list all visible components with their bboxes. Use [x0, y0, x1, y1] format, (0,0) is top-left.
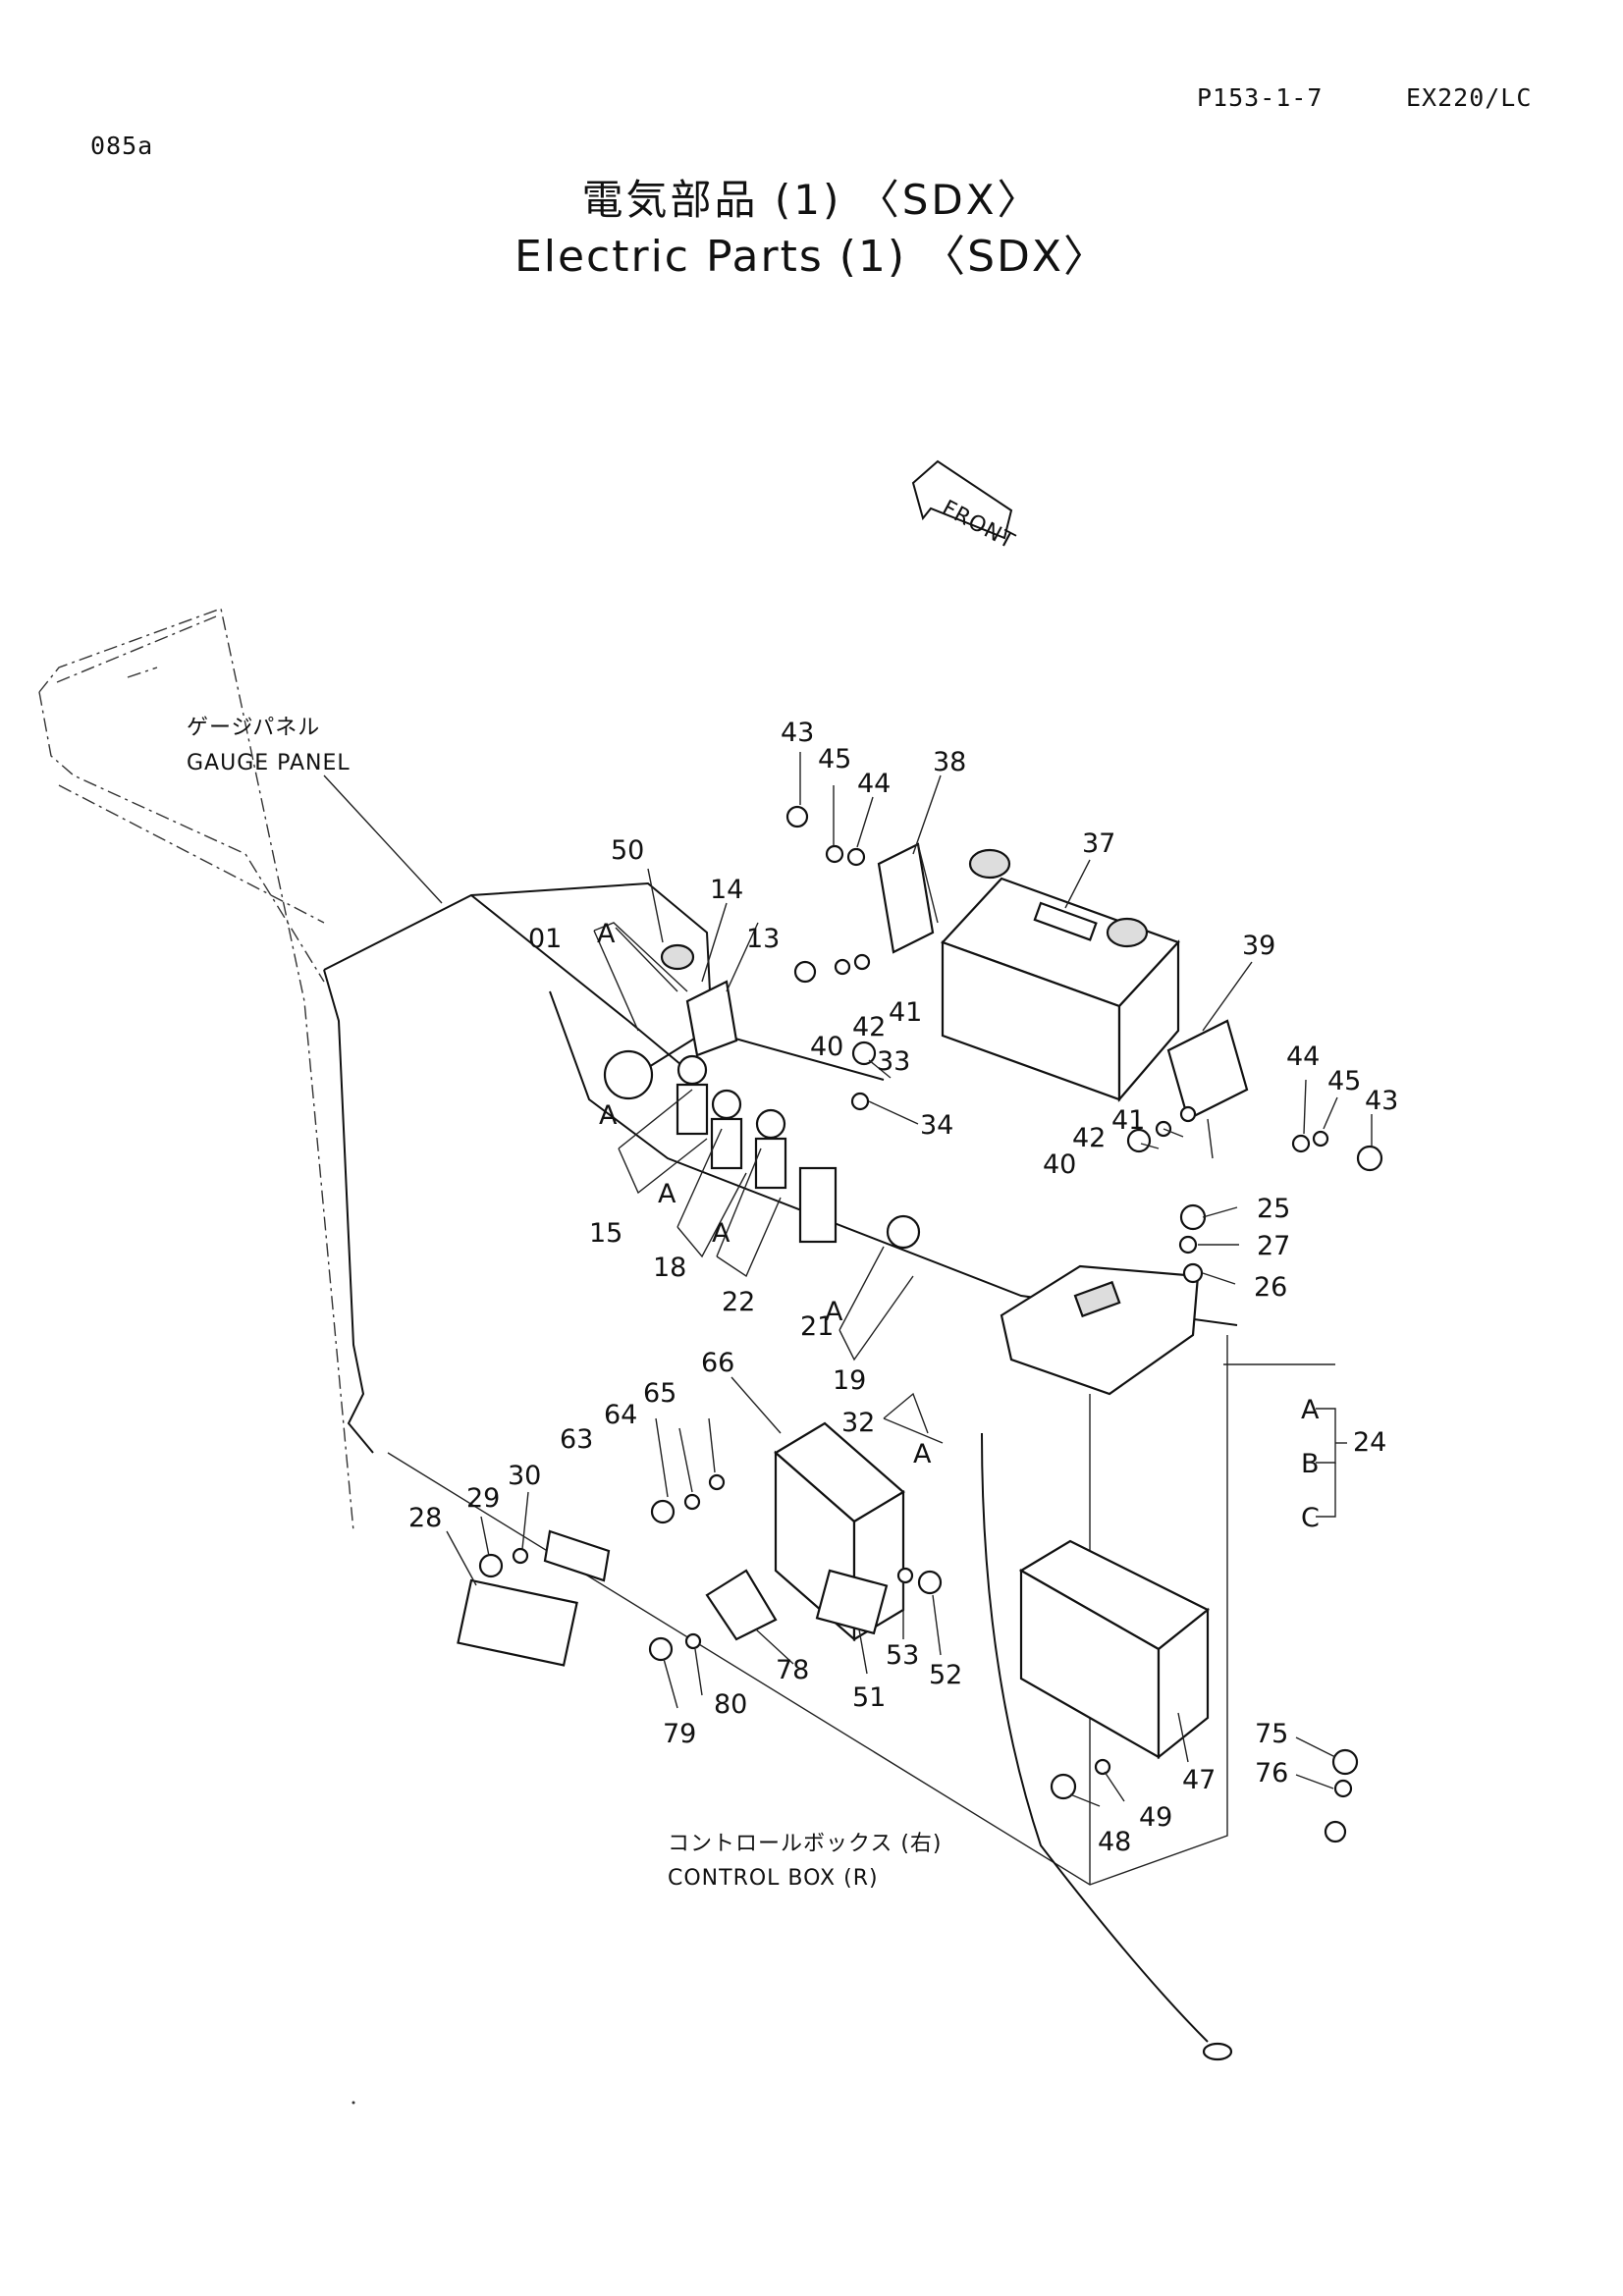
part-label: 45	[1327, 1066, 1361, 1096]
part-label: 49	[1139, 1802, 1172, 1833]
page-title-english: Electric Parts (1) 〈SDX〉	[514, 232, 1109, 282]
part-label: 22	[722, 1287, 755, 1317]
part-label: 78	[776, 1655, 809, 1685]
part-label: 79	[663, 1719, 696, 1749]
cable-terminal	[1202, 2042, 1233, 2061]
part-label: 41	[889, 997, 922, 1028]
part-label: 39	[1242, 931, 1275, 961]
part-label: 44	[1286, 1041, 1320, 1072]
part-label: 42	[852, 1012, 886, 1042]
part-label: 25	[1257, 1194, 1290, 1224]
control-box-caption-en: CONTROL BOX (R)	[668, 1866, 879, 1891]
sub-ref-b: B	[1301, 1449, 1320, 1479]
fasteners	[478, 805, 1383, 1843]
part-label: 01	[528, 924, 562, 954]
part-label: 34	[920, 1110, 953, 1141]
part-label: 75	[1255, 1719, 1288, 1749]
switch-knobs	[676, 1054, 921, 1250]
part-label: 42	[1072, 1123, 1106, 1153]
key-switch-01	[603, 943, 738, 1100]
part-label: 15	[589, 1218, 622, 1249]
part-label: 53	[886, 1640, 919, 1671]
sub-ref-a: A	[1301, 1395, 1320, 1425]
bracket-39	[1166, 1019, 1249, 1159]
part-label: 41	[1111, 1105, 1145, 1136]
battery-part	[941, 848, 1180, 1102]
part-labels: 43 45 44 38 37 39 50 14 13 01 A 40 42 41…	[408, 718, 1398, 1857]
part-label: 19	[833, 1365, 866, 1396]
part-label: 45	[818, 744, 851, 774]
part-label: 29	[466, 1483, 500, 1514]
page-title-japanese: 電気部品 (1) 〈SDX〉	[581, 176, 1042, 224]
part-label: 76	[1255, 1758, 1288, 1789]
part-label: 32	[841, 1408, 875, 1438]
leader-lines	[446, 752, 1373, 1807]
part-label: 26	[1254, 1272, 1287, 1303]
part-label: 43	[1365, 1086, 1398, 1116]
part-label: 28	[408, 1503, 442, 1533]
page-code: P153-1-7	[1197, 83, 1324, 112]
sub-ref-c: C	[1301, 1503, 1320, 1533]
part-label: 40	[810, 1032, 843, 1062]
part-label: 64	[604, 1400, 637, 1430]
part-label: 66	[701, 1348, 734, 1378]
part-label: 80	[714, 1689, 747, 1720]
gauge-panel-caption-jp: ゲージパネル	[187, 716, 320, 740]
relay-51	[815, 1569, 889, 1635]
part-label: 24	[1353, 1427, 1386, 1458]
relay-box-47	[1018, 1539, 1211, 1760]
sub-ref-a: A	[658, 1179, 676, 1209]
model-code: EX220/LC	[1406, 83, 1533, 112]
sub-ref-a: A	[712, 1218, 730, 1249]
front-arrow-icon: FRONT	[911, 459, 1019, 555]
control-box-caption-jp: コントロールボックス (右)	[668, 1832, 943, 1856]
part-label: 63	[560, 1424, 593, 1455]
part-label: 50	[611, 835, 644, 866]
stray-dot	[352, 2101, 355, 2105]
part-label: 48	[1098, 1827, 1131, 1857]
gauge-panel-caption-en: GAUGE PANEL	[187, 751, 351, 775]
part-label: 30	[508, 1461, 541, 1491]
control-box-cover	[1000, 1264, 1200, 1396]
harness-cable	[981, 1432, 1209, 2043]
part-label: 14	[710, 875, 743, 905]
part-label: 27	[1257, 1231, 1290, 1261]
sub-ref-a: A	[913, 1439, 932, 1469]
figure-ref: 085a	[90, 132, 154, 160]
relay-28	[457, 1529, 611, 1667]
part-label: 40	[1043, 1149, 1076, 1180]
part-label: 52	[929, 1660, 962, 1690]
part-label: 65	[643, 1378, 676, 1409]
part-label: 47	[1182, 1765, 1216, 1795]
part-label: 43	[781, 718, 814, 748]
part-label: 18	[653, 1253, 686, 1283]
part-label: 13	[746, 924, 780, 954]
part-label: 38	[933, 747, 966, 777]
sub-ref-a: A	[825, 1297, 843, 1327]
part-label: 21	[800, 1311, 834, 1342]
bracket-38	[877, 842, 939, 954]
sub-ref-a: A	[597, 919, 616, 949]
part-label: 37	[1082, 828, 1115, 859]
part-label: 33	[877, 1046, 910, 1077]
part-label: 51	[852, 1682, 886, 1713]
sub-ref-a: A	[599, 1100, 618, 1131]
part-label: 44	[857, 769, 891, 799]
